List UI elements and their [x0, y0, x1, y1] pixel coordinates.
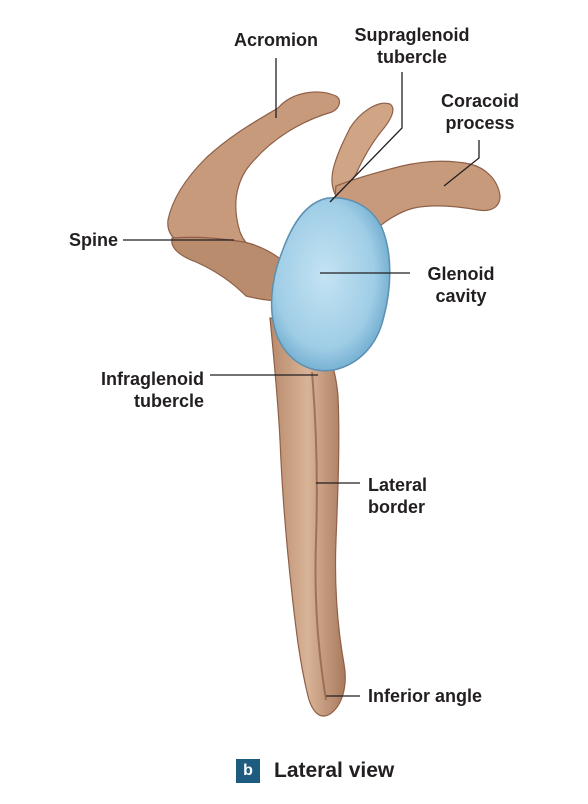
inferior-angle-label: Inferior angle	[368, 685, 518, 707]
lateral-border-label: Lateral border	[368, 474, 468, 518]
inferior-angle-label-text: Inferior angle	[368, 686, 483, 706]
figure-caption: b Lateral view	[236, 757, 394, 785]
coracoid-root-shape	[331, 102, 394, 201]
coracoid-label-line1: Coracoid	[440, 91, 519, 111]
coracoid-label-line2: process	[445, 113, 515, 133]
supraglenoid-label-line2: tubercle	[376, 47, 448, 67]
acromion-label: Acromion	[216, 29, 336, 51]
panel-badge: b	[236, 759, 260, 783]
caption-text: Lateral view	[274, 759, 395, 782]
lateral-border-label-line1: Lateral	[368, 475, 428, 495]
spine-label-text: Spine	[68, 230, 118, 250]
infraglenoid-label-line2: tubercle	[133, 391, 204, 411]
glenoid-label-line1: Glenoid	[427, 264, 495, 284]
coracoid-leader	[443, 140, 480, 187]
glenoid-cavity-shape	[270, 197, 391, 372]
supraglenoid-label: Supraglenoid tubercle	[342, 24, 482, 68]
glenoid-label-line2: cavity	[435, 286, 487, 306]
lateral-border-shape	[269, 317, 346, 717]
infraglenoid-label: Infraglenoid tubercle	[60, 368, 204, 412]
supraglenoid-label-line1: Supraglenoid	[354, 25, 470, 45]
coracoid-label: Coracoid process	[420, 90, 540, 134]
infraglenoid-label-line1: Infraglenoid	[101, 369, 204, 389]
lateral-ridge	[311, 371, 327, 701]
acromion-label-text: Acromion	[233, 30, 318, 50]
spine-label: Spine	[40, 229, 118, 251]
glenoid-label: Glenoid cavity	[406, 263, 516, 307]
supraglenoid-leader	[329, 72, 403, 203]
lateral-border-label-line2: border	[368, 497, 426, 517]
